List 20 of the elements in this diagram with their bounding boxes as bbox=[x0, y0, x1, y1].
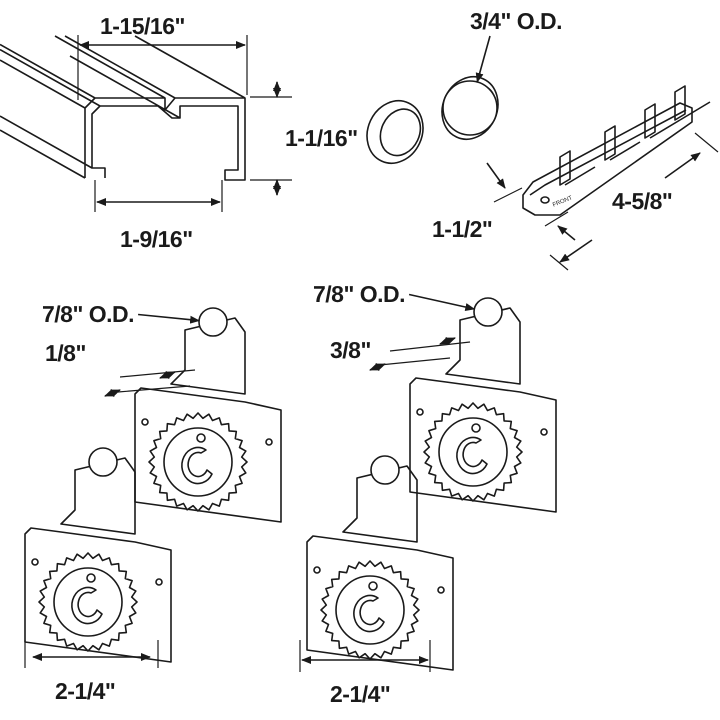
leader-line bbox=[408, 294, 476, 311]
dimension-label: 1-1/2" bbox=[432, 218, 492, 241]
dimension-label: 1-1/16" bbox=[285, 127, 358, 150]
dimension-label: 1-15/16" bbox=[100, 15, 185, 38]
callout-label: 7/8" O.D. bbox=[313, 283, 406, 306]
dimension-label: 1/8" bbox=[45, 342, 86, 365]
dimension-label: 4-5/8" bbox=[612, 190, 672, 213]
dimension-label: 3/8" bbox=[330, 339, 371, 362]
wheel bbox=[88, 447, 118, 477]
wheel bbox=[198, 307, 228, 337]
callout-label: 7/8" O.D. bbox=[42, 303, 134, 326]
wheel bbox=[370, 455, 400, 485]
callout-label: 3/4" O.D. bbox=[470, 10, 562, 33]
leader-line bbox=[476, 36, 491, 83]
bushing bbox=[442, 80, 498, 136]
dimension-label: 2-1/4" bbox=[55, 680, 116, 703]
dimension-label: 1-9/16" bbox=[120, 228, 193, 251]
wheel bbox=[473, 297, 503, 327]
dimension-label: 2-1/4" bbox=[330, 683, 390, 706]
leader-line bbox=[138, 314, 200, 324]
